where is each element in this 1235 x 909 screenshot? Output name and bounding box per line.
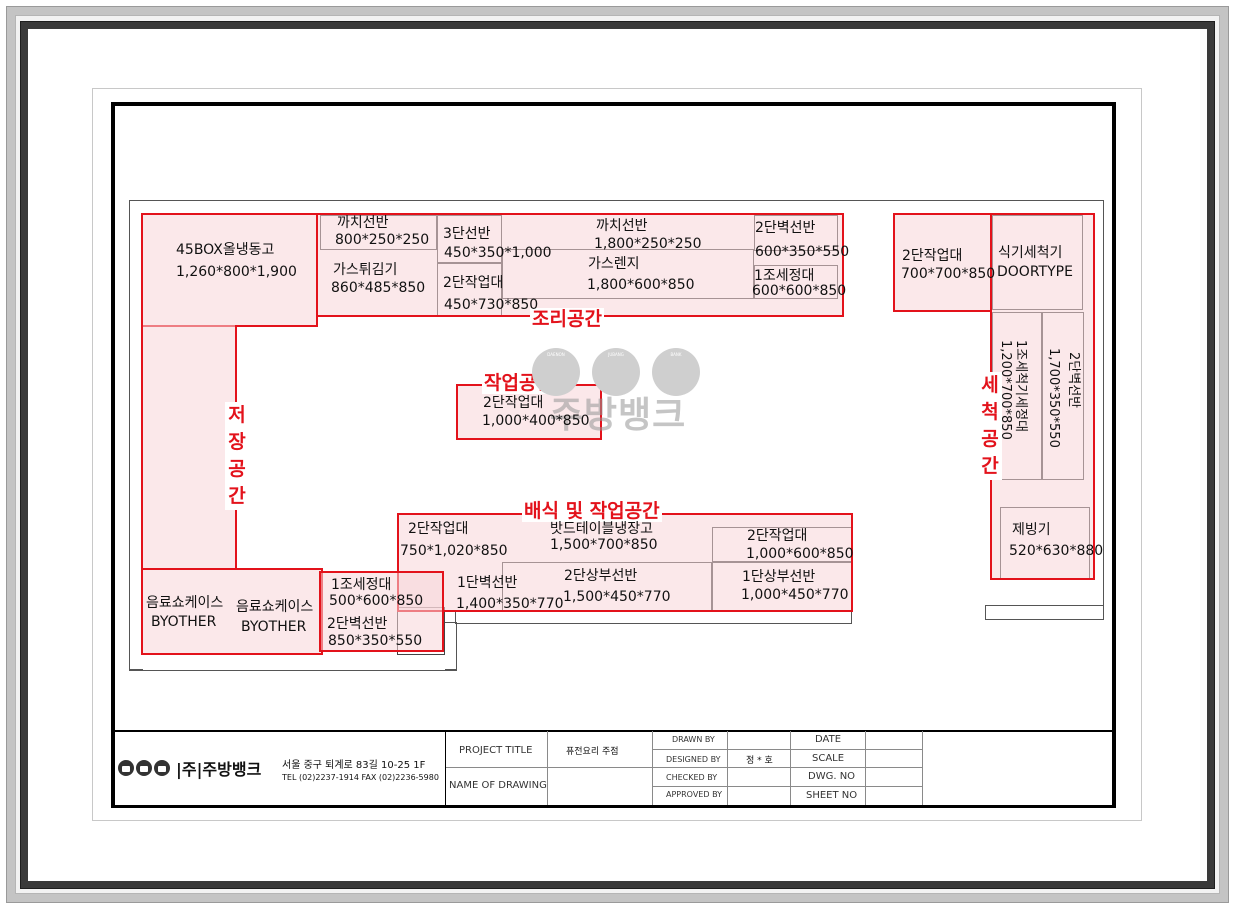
worktable-small-name: 2단작업대 xyxy=(443,275,504,291)
washing-zone-column xyxy=(990,213,1095,580)
dwg-no-label: DWG. NO xyxy=(808,771,856,782)
wall-shelf1-name: 1단벽선반 xyxy=(457,575,518,591)
company-name: |주|주방뱅크 xyxy=(176,760,262,779)
room-wall-bottom-right xyxy=(985,605,1104,620)
serving-zone-title: 배식 및 작업공간 xyxy=(522,500,662,522)
company-address: 서울 중구 퇴계로 83길 10-25 1F xyxy=(282,760,426,771)
wash-sink-size: 1,200*700*850 xyxy=(998,340,1013,440)
wall-shelf-size: 600*350*550 xyxy=(755,244,850,260)
logo-building-icon xyxy=(154,760,170,776)
dish-table-name: 2단작업대 xyxy=(902,248,963,264)
title-block-divider-6 xyxy=(865,731,866,805)
drawn-by-label: DRAWN BY xyxy=(672,735,715,744)
wash-shelf-size: 1,700*350*550 xyxy=(1046,348,1061,448)
work-table-name: 2단작업대 xyxy=(483,395,544,411)
designer-value: 정 * 호 xyxy=(746,756,773,766)
dishwasher-type: DOORTYPE xyxy=(997,264,1073,280)
freezer-name: 45BOX올냉동고 xyxy=(176,242,275,258)
shelf1-name: 까치선반 xyxy=(337,215,389,231)
designed-by-label: DESIGNED BY xyxy=(666,755,721,764)
drawing-sheet-border xyxy=(111,102,1116,808)
watermark-logo: DAENON JUBANG BANK 주방뱅크 xyxy=(528,348,708,448)
title-block-row-mid xyxy=(446,767,652,768)
upper-shelf2-size: 1,500*450*770 xyxy=(563,589,671,605)
range-size: 1,800*600*850 xyxy=(587,277,695,293)
freezer-size: 1,260*800*1,900 xyxy=(176,264,297,280)
title-block-row-2 xyxy=(652,767,922,768)
upper-shelf2-name: 2단상부선반 xyxy=(564,568,638,584)
title-block-divider-3 xyxy=(652,731,653,805)
showcase2-brand: BYOTHER xyxy=(241,619,307,635)
room-wall-step xyxy=(445,622,457,670)
storage-zone-column xyxy=(141,325,237,570)
room-wall-bottom-left xyxy=(129,655,457,671)
sink1-size: 600*600*850 xyxy=(752,283,847,299)
wall-shelf2-size: 850*350*550 xyxy=(328,633,423,649)
project-title-label: PROJECT TITLE xyxy=(459,745,533,756)
logo-pot-icon xyxy=(118,760,134,776)
right-table-size: 1,000*600*850 xyxy=(746,546,854,562)
watermark-text: 주방뱅크 xyxy=(549,395,687,436)
title-block-divider-4 xyxy=(727,731,728,805)
fryer-name: 가스튀김기 xyxy=(333,262,398,278)
shelf1-size: 800*250*250 xyxy=(335,232,430,248)
title-block-row-1 xyxy=(652,749,922,750)
logo-cutlery-icon xyxy=(136,760,152,776)
wall-shelf-name: 2단벽선반 xyxy=(755,220,816,236)
bandtable-name: 밧드테이블냉장고 xyxy=(550,521,654,537)
title-block-top-line xyxy=(115,730,1112,732)
room-wall-bottom-mid xyxy=(455,612,852,624)
wash-shelf-name: 2단벽선반 xyxy=(1066,352,1081,409)
wall-shelf1-size: 1,400*350*770 xyxy=(456,596,564,612)
shelf3-name: 3단선반 xyxy=(443,226,491,242)
title-block-divider-1 xyxy=(445,730,446,805)
shelf-long-name: 까치선반 xyxy=(596,218,648,234)
range-name: 가스렌지 xyxy=(588,256,640,272)
dish-table-size: 700*700*850 xyxy=(901,266,996,282)
scale-label: SCALE xyxy=(812,753,845,764)
serving-zone-lower xyxy=(319,571,444,652)
sheet-no-label: SHEET NO xyxy=(806,790,858,801)
storage-zone-title: 저장공간 xyxy=(225,402,249,510)
upper-shelf1-name: 1단상부선반 xyxy=(742,569,816,585)
sink2-size: 500*600*850 xyxy=(329,593,424,609)
sink1-name: 1조세정대 xyxy=(754,268,815,284)
title-block-divider-7 xyxy=(922,731,923,805)
approved-by-label: APPROVED BY xyxy=(666,790,723,799)
cooking-zone-title: 조리공간 xyxy=(530,308,604,330)
showcase2-name: 음료쇼케이스 xyxy=(236,599,314,615)
company-logo: |주|주방뱅크 xyxy=(118,756,261,780)
showcase1-brand: BYOTHER xyxy=(151,614,217,630)
dishwasher-name: 식기세척기 xyxy=(998,245,1063,261)
work-table-size: 1,000*400*850 xyxy=(482,413,590,429)
worktable-small-size: 450*730*850 xyxy=(444,297,539,313)
date-label: DATE xyxy=(815,734,842,745)
bandtable-size: 1,500*700*850 xyxy=(550,537,658,553)
project-title-value: 퓨전요리 주점 xyxy=(566,747,619,757)
room-wall-left xyxy=(129,200,143,670)
title-block-row-3 xyxy=(652,786,922,787)
sink2-name: 1조세정대 xyxy=(331,577,392,593)
fryer-size: 860*485*850 xyxy=(331,280,426,296)
shelf3-size: 450*350*1,000 xyxy=(444,245,552,261)
washing-zone-title: 세척공간 xyxy=(978,372,1002,480)
wall-shelf2-name: 2단벽선반 xyxy=(327,616,388,632)
serve-table-name: 2단작업대 xyxy=(408,521,469,537)
wash-sink-name: 1조세척기세정대 xyxy=(1013,340,1028,432)
name-of-drawing-label: NAME OF DRAWING xyxy=(449,780,547,791)
drawing-paper xyxy=(92,88,1142,821)
ice-name: 제빙기 xyxy=(1012,522,1051,538)
checked-by-label: CHECKED BY xyxy=(666,773,718,782)
company-tel: TEL (02)2237-1914 FAX (02)2236-5980 xyxy=(282,773,439,782)
cooking-zone xyxy=(316,213,844,317)
ice-size: 520*630*880 xyxy=(1009,543,1104,559)
right-table-name: 2단작업대 xyxy=(747,528,808,544)
shelf-long-size: 1,800*250*250 xyxy=(594,236,702,252)
title-block-divider-5 xyxy=(790,731,791,805)
storage-zone-showcase xyxy=(141,568,323,655)
title-block-divider-2 xyxy=(547,731,548,805)
showcase1-name: 음료쇼케이스 xyxy=(146,595,224,611)
upper-shelf1-size: 1,000*450*770 xyxy=(741,587,849,603)
serve-table-size: 750*1,020*850 xyxy=(400,543,508,559)
